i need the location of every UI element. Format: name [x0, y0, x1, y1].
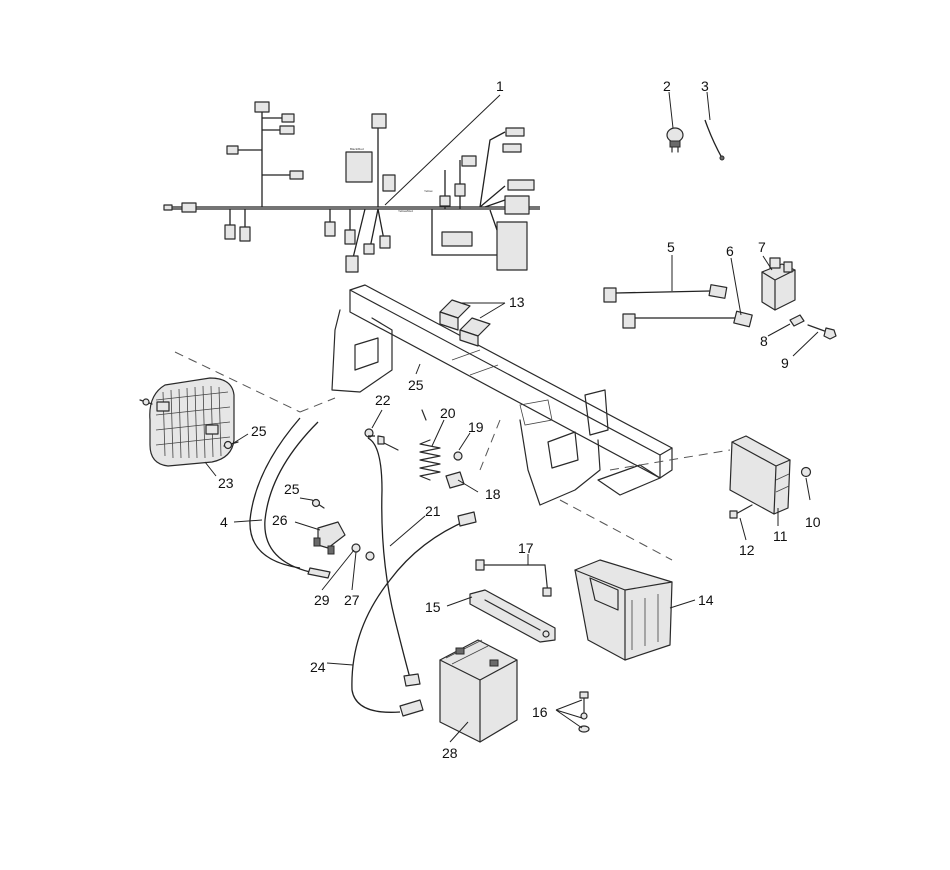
part-6-sensor [622, 310, 753, 329]
part-9-bolt [807, 324, 837, 340]
callout-22: 22 [375, 392, 391, 408]
part-5-sensor [603, 284, 728, 303]
callout-25-clamp: 25 [284, 481, 300, 497]
part-11-control-module [729, 435, 791, 515]
part-10-nut [800, 466, 812, 478]
callout-6: 6 [726, 243, 734, 259]
callout-29: 29 [314, 592, 330, 608]
part-28-battery [439, 639, 518, 743]
callout-7: 7 [758, 239, 766, 255]
callout-9: 9 [781, 355, 789, 371]
callout-4: 4 [220, 514, 228, 530]
part-7-relay [761, 257, 796, 311]
callout-13: 13 [509, 294, 525, 310]
callout-25-regulator: 25 [251, 423, 267, 439]
part-15-strap [469, 589, 556, 643]
part-17-bolt [475, 559, 552, 597]
wiring-harness: Yellow/Red Yellow Black/Red [163, 101, 540, 273]
callout-27: 27 [344, 592, 360, 608]
callout-21: 21 [425, 503, 441, 519]
part-13-relays [439, 299, 491, 347]
part-22-bolt [364, 428, 399, 451]
part-25-bolt-clamp [311, 498, 325, 509]
part-20-spring [419, 409, 441, 481]
callout-numbers: 1 2 3 4 5 6 7 8 9 10 11 12 13 14 15 16 1… [218, 78, 821, 761]
part-4-cable [249, 417, 331, 579]
part-21-cable [367, 435, 421, 687]
part-23-regulator [139, 377, 235, 467]
callout-11: 11 [773, 528, 788, 544]
leader-lines [204, 91, 819, 743]
part-24-cable [351, 511, 477, 717]
callout-19: 19 [468, 419, 484, 435]
callout-24: 24 [310, 659, 326, 675]
part-14-battery-box [574, 559, 673, 661]
part-3-lead [704, 119, 725, 161]
callout-10: 10 [805, 514, 821, 530]
frame-crossmember [331, 284, 673, 506]
assembly-lines [174, 351, 731, 561]
svg-text:Yellow/Red: Yellow/Red [398, 209, 413, 213]
callout-18: 18 [485, 486, 501, 502]
callout-8: 8 [760, 333, 768, 349]
part-8-sleeve [789, 314, 805, 327]
part-18-bushing [445, 471, 465, 489]
callout-16: 16 [532, 704, 548, 720]
callout-5: 5 [667, 239, 675, 255]
part-12-bolt [729, 504, 753, 519]
callout-28: 28 [442, 745, 458, 761]
callout-2: 2 [663, 78, 671, 94]
callout-17: 17 [518, 540, 534, 556]
callout-20: 20 [440, 405, 456, 421]
callout-26: 26 [272, 512, 288, 528]
part-27-nut [365, 551, 375, 561]
svg-text:Yellow: Yellow [424, 189, 433, 193]
callout-1: 1 [496, 78, 504, 94]
callout-15: 15 [425, 599, 441, 615]
callout-23: 23 [218, 475, 234, 491]
part-25-screw-regulator [223, 440, 239, 450]
svg-text:Black/Red: Black/Red [350, 147, 364, 151]
callout-14: 14 [698, 592, 714, 608]
part-2-switch [666, 127, 684, 153]
part-16-bolts [578, 691, 590, 733]
part-26-clamp [313, 521, 346, 555]
callout-3: 3 [701, 78, 709, 94]
part-19-nut [453, 451, 463, 461]
callout-12: 12 [739, 542, 755, 558]
callout-25-top: 25 [408, 377, 424, 393]
